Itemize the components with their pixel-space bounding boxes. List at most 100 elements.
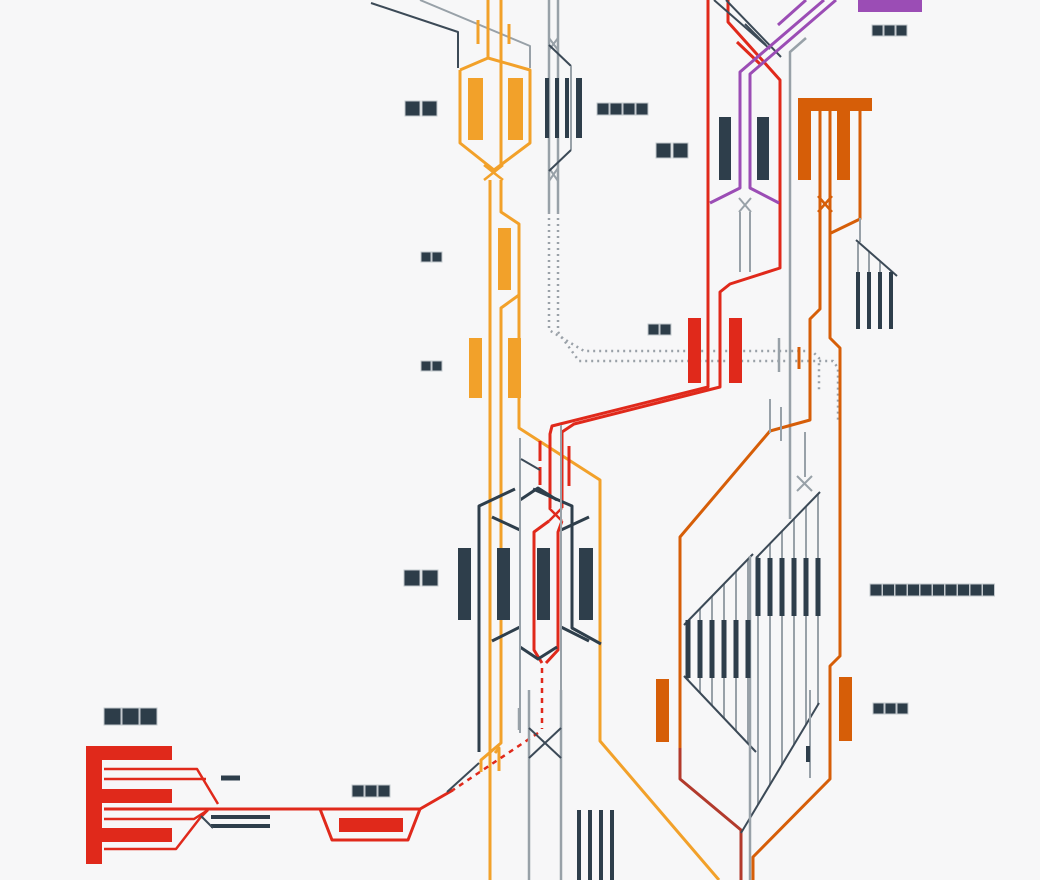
central-inner-bottom [519, 645, 558, 661]
yard-collector-diag [740, 702, 820, 834]
label-purple-terminal-block [871, 24, 884, 37]
gray-long-vertical [788, 37, 807, 519]
label-amber-hex-station-block [421, 100, 438, 117]
central-platform-4 [579, 548, 593, 620]
amber-hexagon-station [458, 56, 532, 172]
label-gray-station-block [635, 102, 649, 116]
gray-miniyard-ladder [855, 239, 898, 277]
orange-crossover-b [817, 195, 833, 213]
label-red-mid-station-block [659, 323, 672, 336]
yard-ladder-b-top [755, 491, 821, 559]
label-central-station-block [403, 569, 421, 587]
label-gray-station-block [622, 102, 636, 116]
red-line-east [560, 0, 782, 508]
label-orange-platforms-block [872, 702, 885, 715]
gray-crossover-mid-b [548, 167, 559, 182]
label-amber-low-block [431, 360, 443, 372]
gray-sidetrack-diag-in [548, 44, 572, 67]
amber-hook-stub [493, 746, 501, 771]
label-yard-long-block [894, 583, 908, 597]
amber-platform-low-1 [469, 338, 482, 398]
label-yard-long-block [919, 583, 933, 597]
dotted-route-1 [547, 212, 821, 392]
label-yard-long-block [969, 583, 983, 597]
red-terminal-hbar-3 [86, 828, 172, 842]
label-amber-low-block [420, 360, 432, 372]
orange-terminal-thin-2 [751, 111, 842, 880]
navy-crossover-under-station-b [738, 197, 752, 213]
amber-platform-hex-2 [508, 78, 523, 140]
red-station-platform-2 [757, 117, 769, 180]
label-amber-mid-block [431, 251, 443, 263]
red-terminal-vbar [86, 746, 102, 864]
gray-station-bar-4 [576, 78, 582, 138]
label-amber-mid-block [420, 251, 432, 263]
label-yard-long-block [957, 583, 970, 597]
red-terminal-hbar-1 [86, 746, 172, 760]
central-platform-3 [537, 548, 550, 620]
red-mid-platform-2 [729, 318, 742, 383]
gray-station-bar-1 [545, 78, 549, 138]
gray-big-crossover-b [528, 727, 562, 759]
label-yard-long-block [982, 583, 995, 597]
label-trapezoid-station-block [351, 784, 365, 798]
gray-x-right-b [796, 475, 813, 492]
label-red-station-top-block [655, 142, 672, 159]
yard-ladder-a-bottom [683, 675, 757, 753]
topleft-diagonal-2 [419, 0, 531, 68]
central-conn-br [560, 625, 590, 643]
red-station-platform-1 [719, 117, 731, 180]
label-purple-terminal-block [883, 24, 896, 37]
purple-stub [777, 0, 807, 27]
gray-crossover-top-b [548, 37, 559, 51]
red-crossover-b [548, 507, 563, 522]
orange-terminal-vbar-1 [798, 98, 811, 180]
gray-sidetrack-diag-out [548, 149, 572, 172]
orange-platform-right [839, 677, 852, 741]
label-gray-station-block [609, 102, 623, 116]
purple-terminal-bar [858, 0, 922, 12]
navy-topright-diag-1 [713, 0, 771, 50]
central-conn-tr [560, 515, 590, 532]
label-purple-terminal-block [895, 24, 908, 37]
amber-crossover-b [483, 164, 504, 181]
red-terminal-line-1 [104, 767, 220, 805]
amber-loop-line [479, 180, 521, 772]
central-inner-top [519, 486, 558, 502]
gray-station-bar-2 [555, 78, 559, 138]
amber-platform-hex-1 [468, 78, 483, 140]
red-line-west [548, 0, 710, 508]
orange-terminal-thin-1 [678, 111, 822, 748]
label-gray-station-block [596, 102, 610, 116]
navy-bottom-diag [446, 762, 480, 793]
label-yard-long-block [907, 583, 920, 597]
central-conn-tl [491, 515, 521, 532]
red-loop-left [532, 519, 550, 664]
gray-station-bar-3 [565, 78, 569, 138]
label-yard-long-block [944, 583, 958, 597]
central-conn-bl [491, 625, 521, 643]
red-terminal-line-4 [104, 809, 209, 851]
purple-route-1 [748, 0, 837, 205]
label-amber-hex-station-block [404, 100, 421, 117]
label-red-mid-station-block [647, 323, 660, 336]
label-orange-platforms-block [884, 702, 897, 715]
red-stub-diagonal [735, 40, 762, 66]
label-yard-long-block [869, 583, 883, 597]
central-outer-left [477, 487, 516, 752]
orange-terminal-hbar [798, 98, 872, 111]
label-red-terminal-block [121, 707, 140, 726]
label-red-station-top-block [672, 142, 689, 159]
amber-platform-low-2 [508, 338, 521, 398]
central-platform-1 [458, 548, 471, 620]
label-red-terminal-block [103, 707, 122, 726]
amber-platform-mid [498, 228, 511, 290]
label-yard-long-block [882, 583, 895, 597]
label-red-terminal-block [139, 707, 158, 726]
navy-buffer-diag [200, 815, 214, 829]
red-dashed-diagonal [452, 731, 539, 792]
label-trapezoid-station-block [364, 784, 378, 798]
maroon-route [678, 748, 743, 880]
navy-topright-diag-2 [725, 0, 782, 58]
